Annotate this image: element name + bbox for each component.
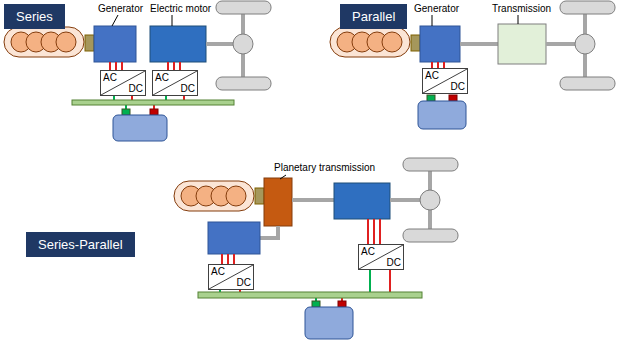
- component-label: Generator: [98, 3, 143, 15]
- series-drivetrain: [4, 1, 271, 141]
- generator-box: [94, 26, 136, 62]
- converter-text: AC: [361, 246, 375, 257]
- wire: [233, 254, 235, 264]
- wire: [379, 219, 381, 244]
- component-label: Electric motor: [150, 3, 211, 15]
- wire: [167, 62, 169, 70]
- wire: [367, 219, 369, 244]
- wheel: [216, 77, 271, 90]
- wheel: [403, 229, 458, 242]
- terminal: [449, 95, 457, 101]
- shaft: [546, 42, 576, 46]
- wire: [109, 62, 111, 70]
- bus-bar: [198, 292, 422, 298]
- section-title-text: Parallel: [352, 9, 395, 24]
- generator-box: [420, 26, 460, 62]
- ac-wires: [110, 62, 180, 70]
- wire: [389, 270, 391, 293]
- wire: [179, 62, 181, 70]
- differential: [233, 34, 253, 54]
- planetary-box: [264, 178, 292, 226]
- wheel: [560, 1, 615, 14]
- converter-box: AC DC: [358, 244, 404, 270]
- wire: [115, 62, 117, 70]
- battery: [418, 101, 466, 129]
- terminal: [338, 301, 346, 307]
- converter-box: AC DC: [208, 264, 254, 290]
- coupling: [85, 35, 94, 51]
- differential: [575, 34, 595, 54]
- series-parallel-drivetrain: [174, 158, 458, 339]
- shaft: [206, 42, 234, 46]
- battery: [113, 115, 167, 141]
- wire: [113, 96, 115, 100]
- shaft: [292, 198, 334, 202]
- converter-box: AC DC: [422, 68, 468, 94]
- wire: [227, 254, 229, 264]
- wire: [165, 96, 167, 100]
- section-title: Series: [4, 4, 65, 29]
- terminal: [150, 109, 158, 115]
- motor-box: [334, 183, 390, 219]
- component-label: Generator: [414, 3, 459, 15]
- wire: [173, 62, 175, 70]
- converter-text: DC: [181, 83, 195, 94]
- leader-line: [280, 175, 286, 179]
- diagonal-line: [423, 69, 467, 93]
- terminal: [427, 95, 435, 101]
- transmission-box: [498, 24, 546, 64]
- coupling: [411, 35, 420, 51]
- section-title: Parallel: [340, 4, 407, 29]
- section-title-text: Series: [16, 9, 53, 24]
- converter-text: DC: [237, 277, 251, 288]
- converter-text: AC: [425, 70, 439, 81]
- coupling: [255, 188, 264, 204]
- generator-box: [208, 222, 260, 254]
- wire: [369, 270, 371, 293]
- converter-box: AC DC: [100, 70, 146, 96]
- section-title: Series-Parallel: [26, 232, 135, 257]
- wire: [131, 96, 133, 100]
- diagonal-line: [153, 71, 197, 95]
- leader-line: [518, 15, 519, 24]
- terminal: [122, 109, 130, 115]
- wheel: [403, 158, 458, 171]
- wire: [373, 219, 375, 244]
- engine: [330, 27, 410, 57]
- ac-wires: [222, 219, 380, 264]
- leader-line: [112, 15, 118, 26]
- shaft: [460, 42, 498, 46]
- section-title-text: Series-Parallel: [38, 237, 123, 252]
- motor-box: [150, 26, 206, 62]
- differential: [420, 190, 440, 210]
- shaft: [260, 226, 278, 238]
- diagonal-line: [359, 245, 403, 269]
- diagonal-line: [101, 71, 145, 95]
- wheel: [560, 77, 615, 90]
- wire: [121, 62, 123, 70]
- leader-line: [172, 15, 173, 26]
- component-label: Planetary transmission: [274, 162, 375, 174]
- wire: [183, 96, 185, 100]
- converter-text: DC: [129, 83, 143, 94]
- bus-bar: [72, 100, 234, 105]
- engine: [4, 27, 84, 57]
- wheel: [216, 1, 271, 14]
- engine: [174, 181, 254, 211]
- converter-text: AC: [211, 266, 225, 277]
- parallel-drivetrain: [330, 1, 615, 129]
- component-label: Transmission: [492, 3, 551, 15]
- battery: [305, 307, 353, 339]
- diagonal-line: [209, 265, 253, 289]
- converter-text: DC: [387, 257, 401, 268]
- converter-text: AC: [155, 72, 169, 83]
- converter-text: AC: [103, 72, 117, 83]
- terminal: [312, 301, 320, 307]
- shaft: [390, 198, 421, 202]
- converter-text: DC: [451, 81, 465, 92]
- leader-line: [432, 15, 433, 26]
- converter-box: AC DC: [152, 70, 198, 96]
- wire: [221, 254, 223, 264]
